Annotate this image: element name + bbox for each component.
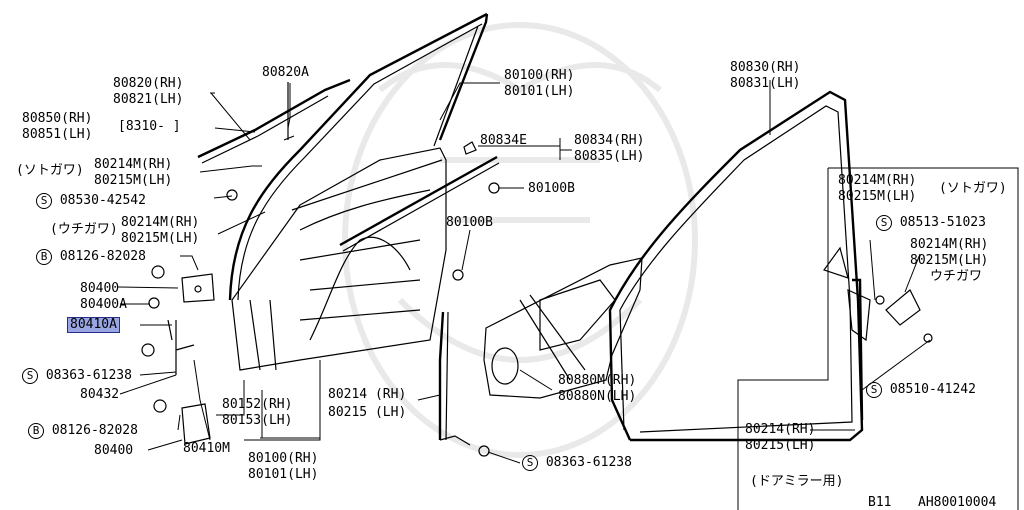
screw-symbol-icon: S bbox=[22, 368, 38, 384]
label-80215m-lh-d[interactable]: 80215M(LH) bbox=[910, 253, 989, 268]
screw-symbol-icon: S bbox=[876, 215, 892, 231]
label-section-b11: B11 bbox=[868, 495, 892, 510]
label-for-door-mirror: (ドアミラー用) bbox=[750, 474, 844, 489]
label-80215m-lh-a[interactable]: 80215M(LH) bbox=[94, 173, 173, 188]
label-sotogawa: (ソトガワ) bbox=[16, 163, 84, 178]
label-s08530-42542[interactable]: S 08530-42542 bbox=[36, 193, 146, 209]
mirror-inset-box bbox=[737, 167, 1019, 510]
label-s08510-41242[interactable]: S 08510-41242 bbox=[866, 382, 976, 398]
label-80850-rh[interactable]: 80850(RH) bbox=[22, 111, 93, 126]
glass-run-channel[interactable] bbox=[438, 311, 471, 446]
label-text: 08363-61238 bbox=[545, 455, 632, 470]
label-b08126-82028-a[interactable]: B 08126-82028 bbox=[36, 249, 146, 265]
label-80880n-lh[interactable]: 80880N(LH) bbox=[558, 389, 637, 404]
label-80215m-lh-b[interactable]: 80215M(LH) bbox=[121, 231, 200, 246]
label-uchigawa-2: ウチガワ bbox=[930, 269, 983, 284]
label-80100-rh-top[interactable]: 80100(RH) bbox=[504, 68, 575, 83]
label-80820-rh[interactable]: 80820(RH) bbox=[113, 76, 184, 91]
label-80100-rh-bottom[interactable]: 80100(RH) bbox=[248, 451, 319, 466]
label-80214m-rh-d[interactable]: 80214M(RH) bbox=[910, 237, 989, 252]
label-80101-lh-bottom[interactable]: 80101(LH) bbox=[248, 467, 319, 482]
label-s08363-61238-a[interactable]: S 08363-61238 bbox=[22, 368, 132, 384]
label-s08363-61238-b[interactable]: S 08363-61238 bbox=[522, 455, 632, 471]
label-uchigawa: (ウチガワ) bbox=[50, 222, 118, 237]
belt-moulding[interactable] bbox=[339, 155, 500, 252]
screw-symbol-icon: S bbox=[866, 382, 882, 398]
label-b08126-82028-b[interactable]: B 08126-82028 bbox=[28, 423, 138, 439]
label-text: 08363-61238 bbox=[45, 368, 132, 383]
watermark-emblem bbox=[342, 22, 698, 458]
label-80851-lh[interactable]: 80851(LH) bbox=[22, 127, 93, 142]
label-80215-lh-inset[interactable]: 80215(LH) bbox=[745, 438, 816, 453]
weatherstrip[interactable] bbox=[608, 90, 864, 442]
label-80214m-rh-a[interactable]: 80214M(RH) bbox=[94, 157, 173, 172]
label-80880m-rh[interactable]: 80880M(RH) bbox=[558, 373, 637, 388]
label-80215-lh[interactable]: 80215 (LH) bbox=[328, 405, 407, 420]
label-80100b-2[interactable]: 80100B bbox=[446, 215, 493, 230]
hinge-parts[interactable] bbox=[141, 265, 215, 445]
label-80101-lh-top[interactable]: 80101(LH) bbox=[504, 84, 575, 99]
label-80834e[interactable]: 80834E bbox=[480, 133, 527, 148]
label-reference-number: AH80010004 bbox=[918, 495, 997, 510]
front-door-assembly[interactable] bbox=[228, 12, 489, 371]
label-80400-b[interactable]: 80400 bbox=[94, 443, 134, 458]
label-80214m-rh-b[interactable]: 80214M(RH) bbox=[121, 215, 200, 230]
label-80831-lh[interactable]: 80831(LH) bbox=[730, 76, 801, 91]
label-text: 08510-41242 bbox=[889, 382, 976, 397]
label-80214-rh[interactable]: 80214 (RH) bbox=[328, 387, 407, 402]
mirror-bracket[interactable] bbox=[823, 246, 921, 421]
label-80400a[interactable]: 80400A bbox=[80, 297, 127, 312]
label-80410m[interactable]: 80410M bbox=[183, 441, 230, 456]
label-80153-lh[interactable]: 80153(LH) bbox=[222, 413, 293, 428]
label-text: 08530-42542 bbox=[59, 193, 146, 208]
door-trim-panel[interactable] bbox=[483, 257, 643, 399]
label-80400-a[interactable]: 80400 bbox=[80, 281, 120, 296]
label-80215m-lh-c[interactable]: 80215M(LH) bbox=[838, 189, 917, 204]
fasteners[interactable] bbox=[226, 141, 933, 457]
label-s08513-51023[interactable]: S 08513-51023 bbox=[876, 215, 986, 231]
label-80152-rh[interactable]: 80152(RH) bbox=[222, 397, 293, 412]
label-80410a-highlighted[interactable]: 80410A bbox=[67, 317, 120, 333]
label-80821-lh[interactable]: 80821(LH) bbox=[113, 92, 184, 107]
screw-symbol-icon: S bbox=[36, 193, 52, 209]
label-80835-lh[interactable]: 80835(LH) bbox=[574, 149, 645, 164]
label-80214-rh-inset[interactable]: 80214(RH) bbox=[745, 422, 816, 437]
label-80834-rh[interactable]: 80834(RH) bbox=[574, 133, 645, 148]
label-80100b-1[interactable]: 80100B bbox=[528, 181, 575, 196]
bolt-symbol-icon: B bbox=[36, 249, 52, 265]
label-80214m-rh-c[interactable]: 80214M(RH) bbox=[838, 173, 917, 188]
label-text: 08126-82028 bbox=[59, 249, 146, 264]
label-text: 08513-51023 bbox=[899, 215, 986, 230]
label-80432[interactable]: 80432 bbox=[80, 387, 120, 402]
label-80830-rh[interactable]: 80830(RH) bbox=[730, 60, 801, 75]
label-80820a[interactable]: 80820A bbox=[262, 65, 309, 80]
leader-lines bbox=[117, 80, 931, 464]
screw-symbol-icon: S bbox=[522, 455, 538, 471]
label-range-8310: [8310- ] bbox=[118, 119, 181, 134]
label-text: 08126-82028 bbox=[51, 423, 138, 438]
bolt-symbol-icon: B bbox=[28, 423, 44, 439]
label-sotogawa-2: (ソトガワ) bbox=[939, 181, 1007, 196]
